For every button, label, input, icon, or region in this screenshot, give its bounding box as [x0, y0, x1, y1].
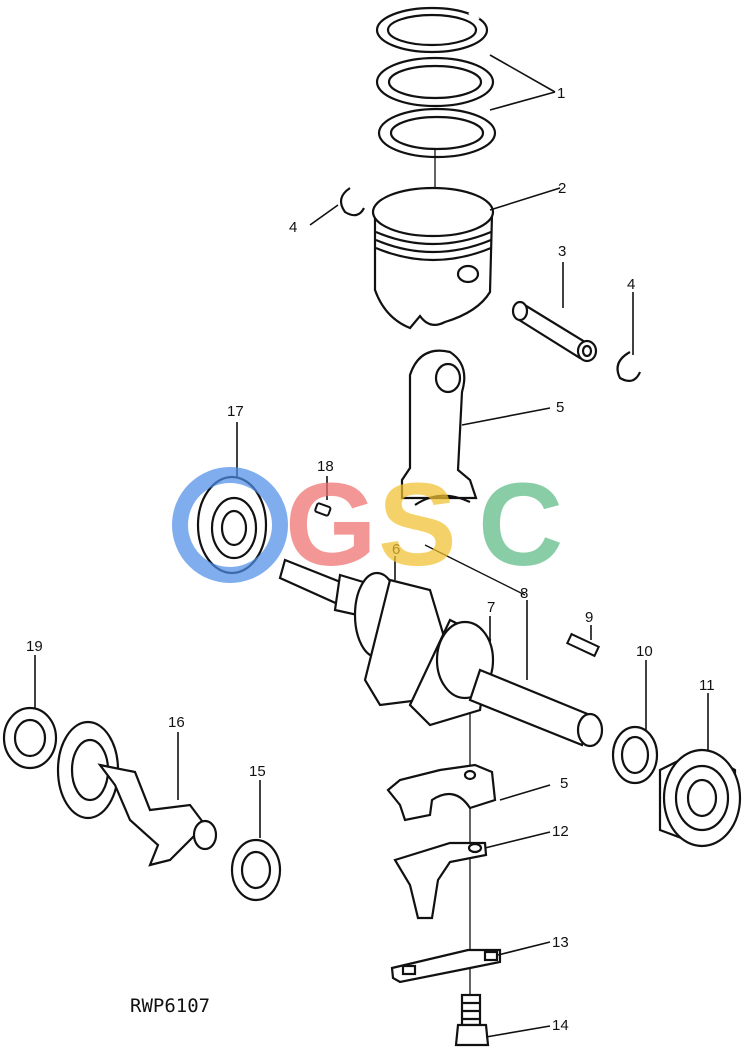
leader-lines: [34, 54, 709, 1038]
callout-19: 19: [26, 638, 43, 655]
callout-9: 9: [585, 609, 593, 626]
callout-16: 16: [168, 714, 185, 731]
oil-dipper: [393, 841, 488, 920]
callout-6: 6: [392, 541, 400, 558]
callout-3: 3: [558, 243, 566, 260]
callout-4a: 4: [289, 219, 297, 236]
connecting-rod: [400, 349, 478, 506]
callout-8: 8: [520, 585, 528, 602]
bearing-left: [196, 475, 268, 575]
rod-cap: [386, 763, 497, 822]
oil-seal: [611, 725, 659, 785]
callout-1: 1: [557, 85, 565, 102]
watermark-letter-s: S: [378, 459, 457, 591]
watermark-letter-g: G: [285, 459, 377, 591]
bearing-right: [658, 748, 742, 848]
balancer-shaft: [56, 720, 218, 867]
callout-12: 12: [552, 823, 569, 840]
pin: [565, 632, 601, 658]
callout-11: 11: [699, 677, 715, 694]
callout-5a: 5: [556, 399, 564, 416]
callout-15: 15: [249, 763, 266, 780]
callout-4b: 4: [627, 276, 635, 293]
callout-5b: 5: [560, 775, 568, 792]
callout-14: 14: [552, 1017, 569, 1034]
callout-2: 2: [558, 180, 566, 197]
watermark-o-ring: [172, 467, 288, 583]
callout-13: 13: [552, 934, 569, 951]
bearing-small-left: [2, 706, 58, 770]
callout-7: 7: [487, 599, 495, 616]
callout-10: 10: [636, 643, 653, 660]
woodruff-key: [314, 502, 332, 517]
drawing-code: RWP6107: [130, 995, 210, 1017]
callout-18: 18: [317, 458, 334, 475]
bearing-small-right: [230, 838, 282, 902]
piston-rings: [375, 6, 497, 159]
piston: [371, 186, 495, 330]
snap-rings: [339, 187, 642, 383]
crankshaft: [278, 558, 604, 748]
watermark-logo: G S C: [172, 459, 563, 591]
piston-pin: [511, 300, 598, 363]
watermark-letter-c: C: [478, 459, 563, 591]
cap-screw: [454, 993, 490, 1047]
callout-17: 17: [227, 403, 244, 420]
callout-labels: 1 2 3 4 4 5 5 6 7 8 9 10 11 12 13 14 15 …: [26, 85, 715, 1034]
lock-plate: [390, 948, 502, 984]
